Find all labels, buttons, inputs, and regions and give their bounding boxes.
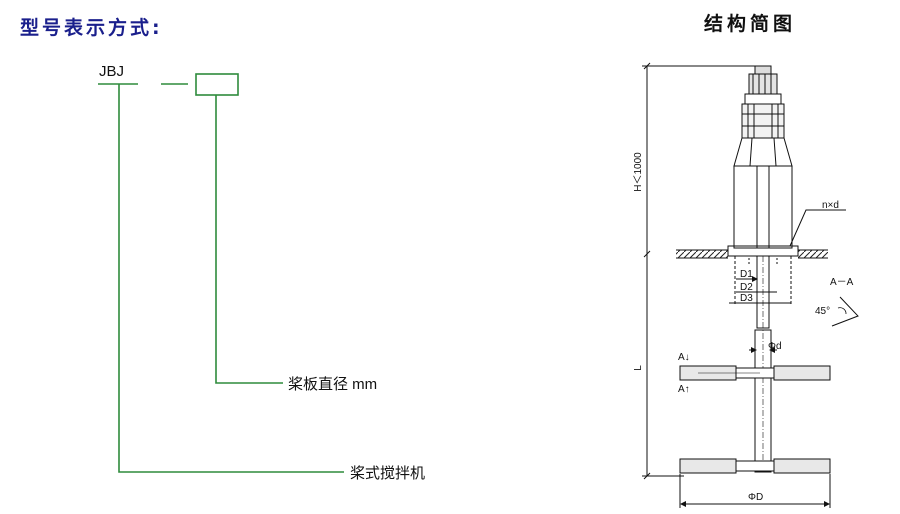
model-code: JBJ <box>99 63 124 80</box>
section-mark-upper: A↓ <box>678 352 690 363</box>
dim-label-d3: D3 <box>740 293 753 304</box>
leader-type-name <box>118 84 344 473</box>
structure-section-title: 结构简图 <box>704 12 796 35</box>
size-placeholder-box <box>195 73 239 96</box>
floor-hatch-right <box>798 250 828 258</box>
leader-bolts <box>789 209 846 247</box>
tick-bottom <box>643 472 651 480</box>
dim-label-shaft-diameter: Φd <box>768 341 782 352</box>
tick-top <box>643 62 651 70</box>
label-type-name: 桨式搅拌机 <box>350 465 425 482</box>
floor-hatch-left <box>676 250 728 258</box>
dim-label-d2: D2 <box>740 282 753 293</box>
dim-label-length: L <box>633 365 644 371</box>
mixer-drawing <box>642 62 859 508</box>
dim-label-section: A－A <box>830 277 854 288</box>
upper-blade-right <box>773 365 831 381</box>
lower-blade-left <box>679 458 737 474</box>
dim-label-height: H＜1000 <box>633 152 644 192</box>
reducer <box>741 103 785 139</box>
tick-mid <box>643 250 651 258</box>
section-angle-symbol <box>831 296 859 327</box>
lower-blade-right <box>773 458 831 474</box>
dim-label-d1: D1 <box>740 269 753 280</box>
motor-flange <box>744 93 782 105</box>
support-frame <box>733 165 793 249</box>
label-paddle-diameter: 桨板直径 mm <box>288 375 377 393</box>
designation-lines <box>98 73 344 473</box>
leader-paddle-diameter <box>215 95 283 384</box>
dim-label-angle: 45° <box>815 306 830 317</box>
model-section-title: 型号表示方式: <box>20 16 163 39</box>
dim-label-paddle-diameter: ΦD <box>748 492 763 503</box>
lower-hub <box>735 460 775 472</box>
motor-cap <box>754 65 772 75</box>
gearbox-cone <box>733 137 793 167</box>
section-mark-lower: A↑ <box>678 384 690 395</box>
dim-label-bolts: n×d <box>822 200 839 211</box>
